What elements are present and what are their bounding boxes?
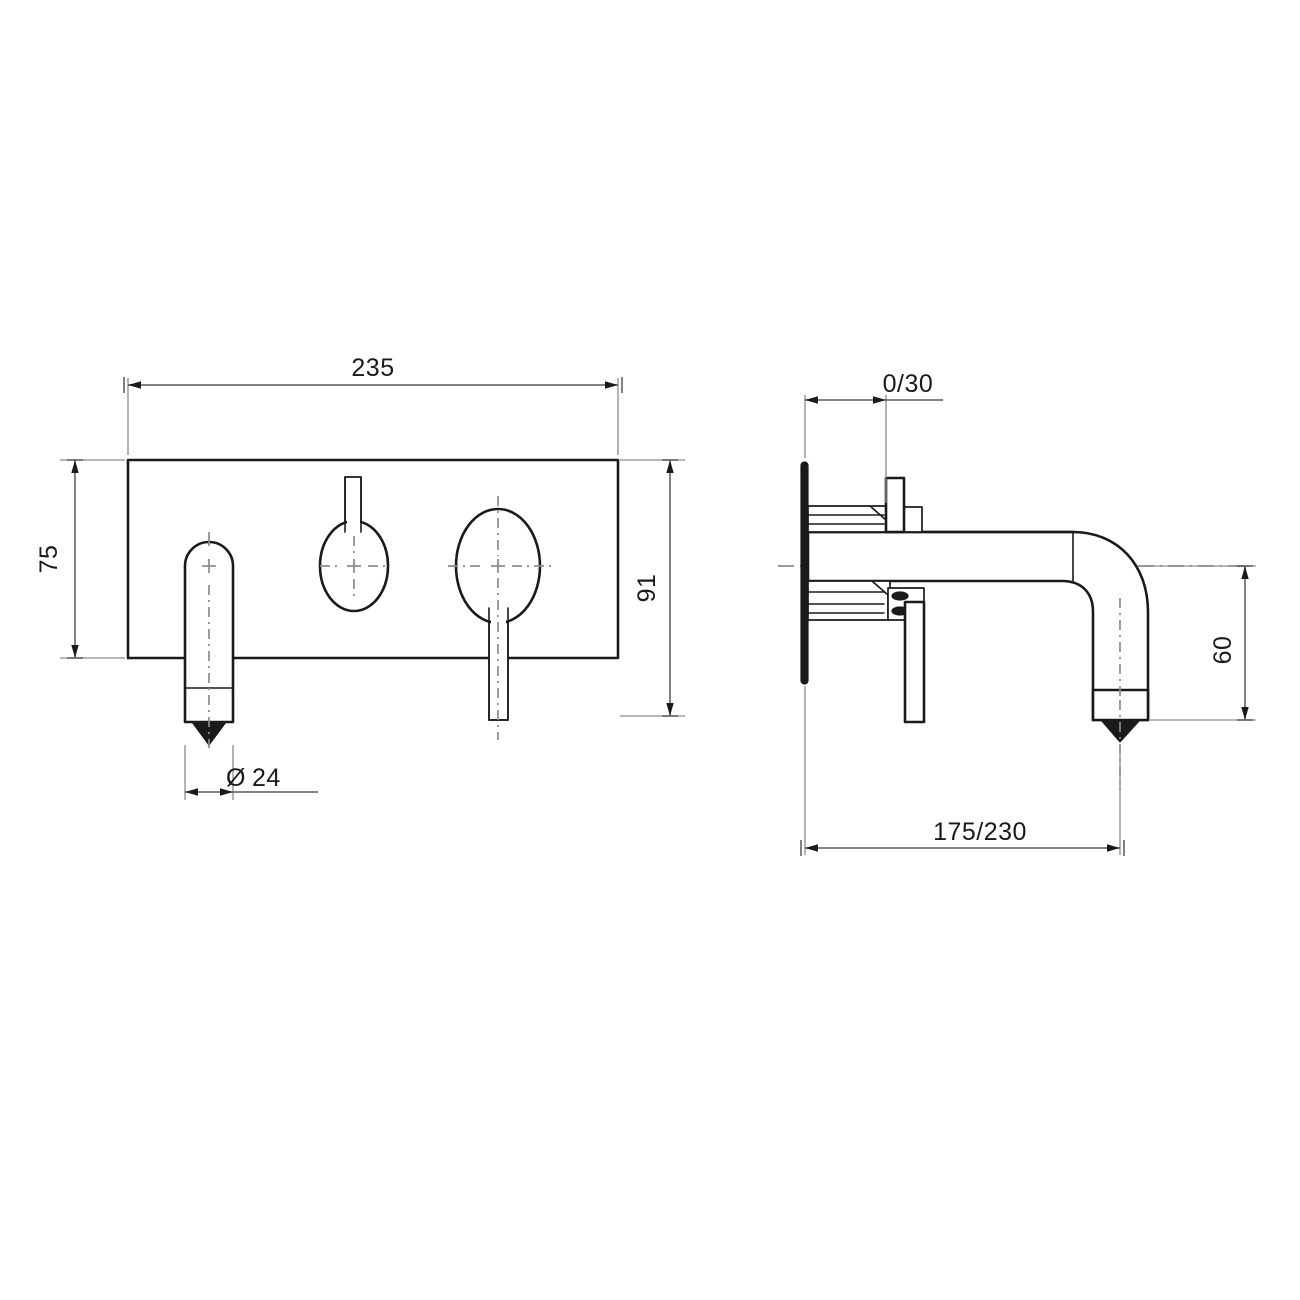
- dimension-235-label: 235: [351, 354, 394, 382]
- large-oval-control: [448, 496, 556, 740]
- lever-handle: [183, 532, 235, 748]
- dimension-175-230-label: 175/230: [933, 818, 1027, 846]
- dimension-60-label: 60: [1209, 636, 1237, 665]
- dimension-0-30-label: 0/30: [883, 370, 934, 398]
- dimension-235: 235: [123, 354, 623, 455]
- side-elevation-view: 0/30 60 175/230: [778, 370, 1256, 856]
- dimension-175-230: 175/230: [800, 686, 1125, 856]
- front-elevation-view: 235 75 91: [35, 354, 685, 800]
- dimension-75: 75: [35, 459, 125, 659]
- small-oval-control: [318, 476, 390, 613]
- upper-control-assembly: [807, 476, 923, 534]
- dimension-0-30: 0/30: [804, 370, 943, 503]
- dimension-diameter-24: 24 Ø: [184, 745, 318, 800]
- dimension-24-label: 24: [252, 764, 281, 792]
- spout-body: [806, 530, 1150, 790]
- diameter-symbol-icon: Ø: [226, 764, 246, 792]
- dimension-75-label: 75: [35, 545, 63, 574]
- dimension-60: 60: [1150, 565, 1256, 721]
- dimension-91: 91: [620, 459, 685, 717]
- dimension-91-label: 91: [633, 574, 661, 603]
- lower-control-assembly: [807, 580, 926, 724]
